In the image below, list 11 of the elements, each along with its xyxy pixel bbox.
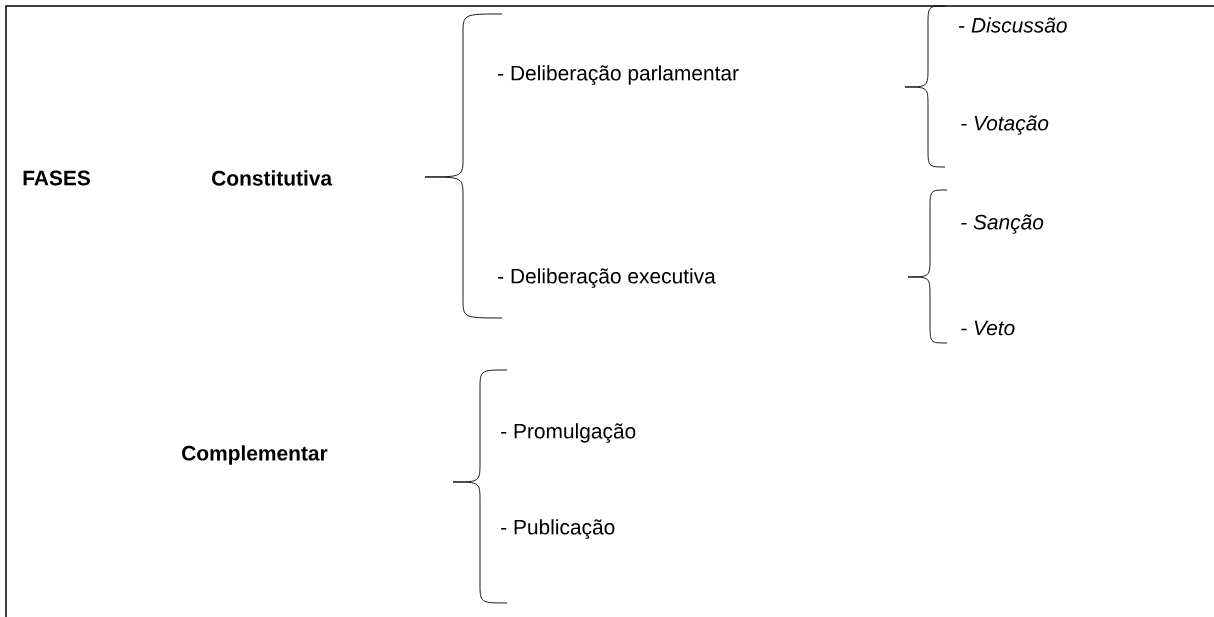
- list-item: - Veto: [961, 320, 1015, 336]
- list-item: - Deliberação executiva: [498, 268, 716, 288]
- category-label: Complementar: [182, 445, 328, 465]
- list-item: - Deliberação parlamentar: [498, 65, 739, 85]
- category-label: FASES: [23, 170, 90, 186]
- list-item: - Promulgação: [501, 423, 636, 443]
- list-item: - Sanção: [961, 214, 1044, 234]
- list-item: - Publicação: [501, 519, 615, 539]
- list-item: - Discussão: [959, 17, 1067, 33]
- category-label: Constitutiva: [212, 170, 333, 186]
- list-item: - Votação: [961, 115, 1049, 135]
